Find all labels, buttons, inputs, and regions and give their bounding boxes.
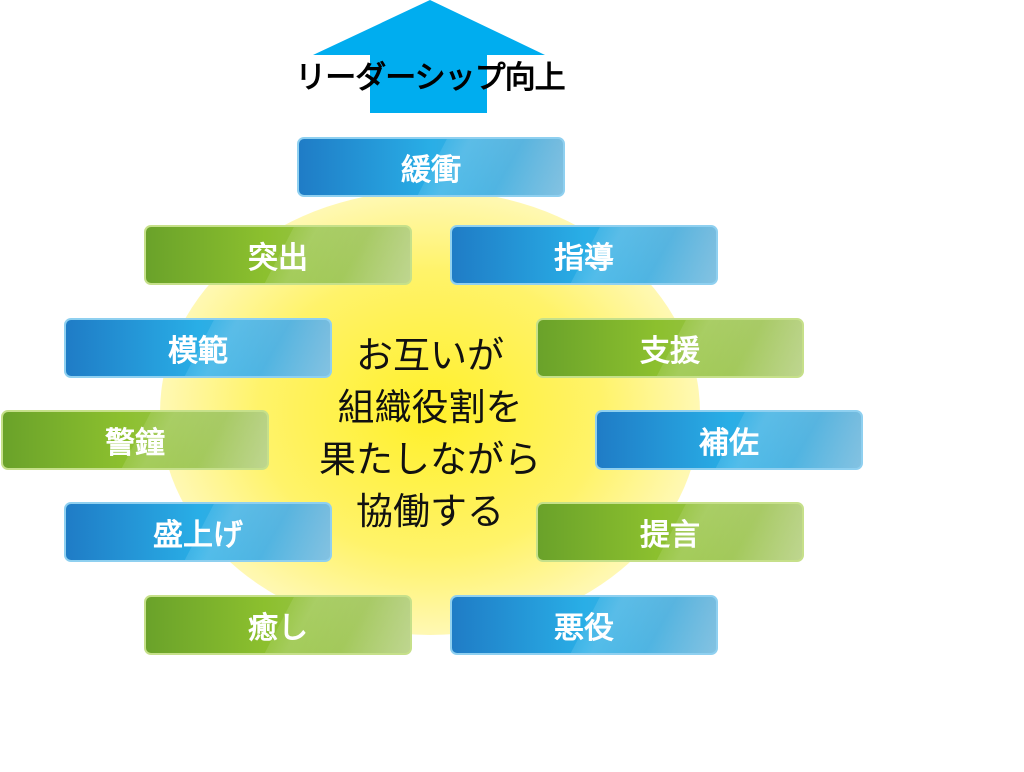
role-label: 模範 (168, 334, 228, 369)
role-label: 癒し (248, 611, 308, 646)
role-box-tosshutsu: 突出 (144, 225, 412, 285)
role-box-teigen: 提言 (536, 502, 804, 562)
role-box-hosa: 補佐 (595, 410, 863, 470)
role-box-keishou: 警鐘 (1, 410, 269, 470)
up-arrow-icon (313, 0, 545, 113)
role-label: 突出 (248, 241, 308, 276)
center-line: 果たしながら (319, 438, 541, 481)
role-label: 提言 (640, 518, 700, 553)
center-line: お互いが (356, 334, 504, 377)
role-label: 補佐 (699, 426, 759, 461)
role-label: 緩衝 (401, 153, 461, 188)
role-box-moriage: 盛上げ (64, 502, 332, 562)
role-label: 警鐘 (105, 426, 165, 461)
role-box-iyashi: 癒し (144, 595, 412, 655)
role-box-shidou: 指導 (450, 225, 718, 285)
role-box-kanshou: 緩衝 (297, 137, 565, 197)
center-message: お互いが 組織役割を 果たしながら 協働する (300, 330, 560, 538)
center-line: 組織役割を (337, 386, 523, 429)
role-label: 指導 (554, 241, 614, 276)
role-box-mohan: 模範 (64, 318, 332, 378)
diagram-title: リーダーシップ向上 (295, 60, 565, 96)
role-box-shien: 支援 (536, 318, 804, 378)
center-line: 協働する (356, 490, 504, 533)
role-label: 盛上げ (153, 518, 243, 553)
role-label: 悪役 (554, 611, 614, 646)
role-box-akuyaku: 悪役 (450, 595, 718, 655)
role-label: 支援 (640, 334, 700, 369)
